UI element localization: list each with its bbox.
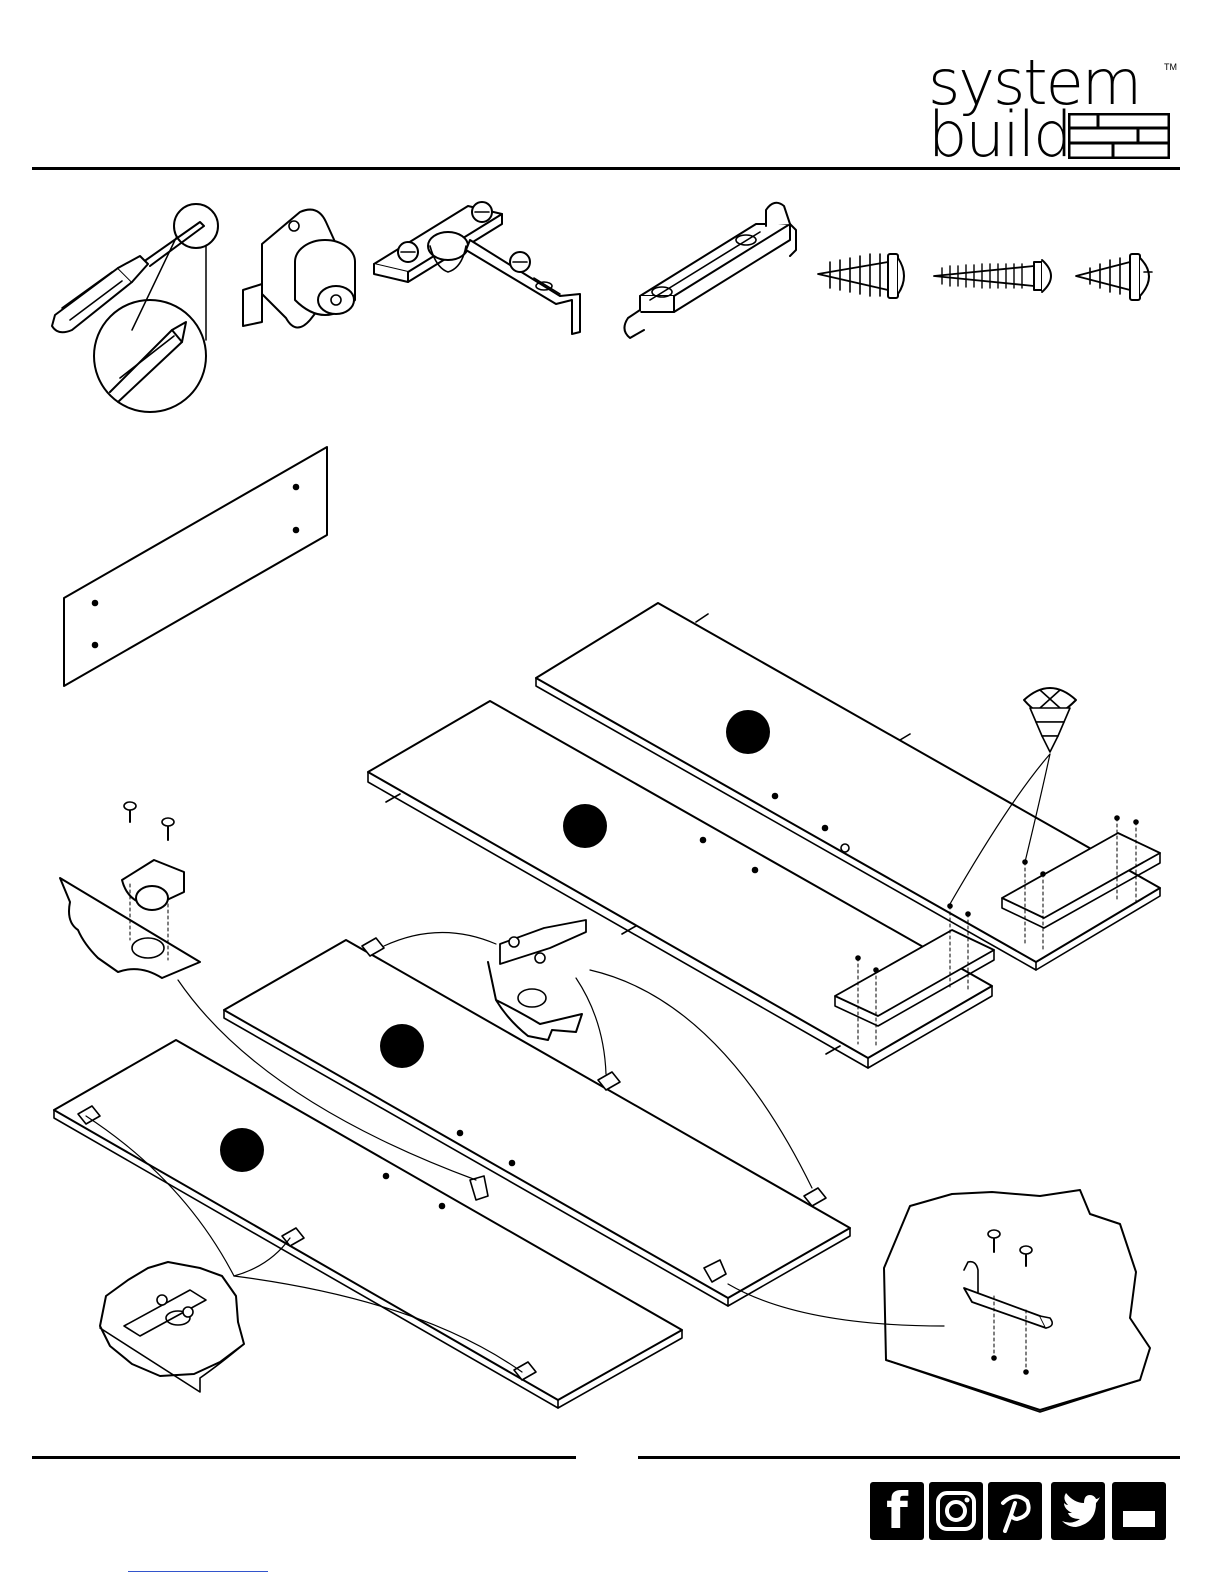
hinge-icon: [374, 202, 580, 334]
phillips-screwdriver-icon: [52, 204, 218, 412]
instagram-icon[interactable]: [929, 1482, 983, 1540]
youtube-icon[interactable]: [1112, 1482, 1166, 1540]
cam-lock-icon: [243, 210, 355, 328]
long-screw-icon: [934, 260, 1051, 292]
door-catch-icon: [624, 203, 796, 338]
pinterest-icon[interactable]: [988, 1482, 1042, 1540]
back-panel: [64, 447, 327, 686]
short-screw-icon: [1076, 254, 1152, 300]
twitter-icon[interactable]: [1051, 1482, 1105, 1540]
facebook-icon[interactable]: f: [870, 1482, 924, 1540]
pan-head-screw-icon: [818, 254, 904, 298]
link-underline[interactable]: [128, 1571, 268, 1572]
